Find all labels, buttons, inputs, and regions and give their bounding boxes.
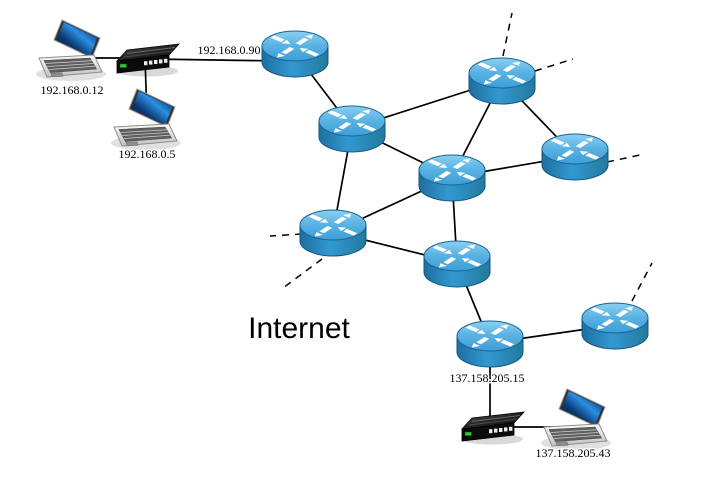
link-switch-lan-a--router-a (149, 58, 283, 62)
router-e-router-icon (424, 241, 490, 287)
router-g-router-icon (542, 134, 608, 180)
dashed-link-stub (282, 258, 323, 289)
laptop-192-168-0-5-laptop-icon (110, 88, 182, 151)
switch-lan-b-switch-icon (460, 411, 525, 445)
router-b-router-icon (319, 106, 385, 152)
laptop-137-158-205-43-laptop-icon (540, 388, 612, 451)
dashed-link-stub (631, 262, 653, 302)
labels-layer: 192.168.0.12 192.168.0.5 192.168.0.90 137.1… (39, 42, 612, 462)
router-a-label: 192.168.0.90 (198, 43, 261, 57)
router-d-router-icon (300, 210, 366, 256)
dashed-link-stub (502, 12, 513, 57)
internet-caption: Internet (248, 312, 350, 345)
dashed-link-stub (534, 58, 574, 72)
laptop-192-168-0-12-label: 192.168.0.12 (41, 83, 104, 97)
router-f-router-icon (469, 58, 535, 104)
router-c-router-icon (419, 155, 485, 201)
router-h-router-icon (457, 321, 523, 367)
laptop-192-168-0-12-laptop-icon (35, 19, 107, 82)
router-i-router-icon (582, 303, 648, 349)
router-a-router-icon (262, 31, 328, 77)
laptop-137-158-205-43-label: 137.158.205.43 (536, 446, 611, 460)
nodes-layer (35, 19, 648, 451)
dashed-stubs-layer (269, 12, 653, 302)
router-h-label: 137.158.205.15 (450, 371, 525, 385)
switch-lan-a-switch-icon (115, 43, 180, 77)
dashed-link-stub (606, 154, 641, 163)
laptop-192-168-0-5-label: 192.168.0.5 (119, 147, 176, 161)
dashed-link-stub (269, 233, 303, 237)
